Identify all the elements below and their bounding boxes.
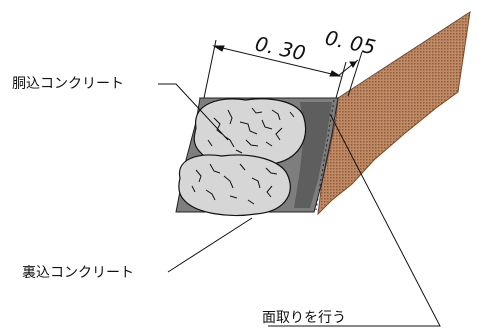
lower-stone [178, 154, 291, 217]
label-body-concrete: 胴込コンクリート [12, 76, 124, 92]
label-backfill-concrete: 裏込コンクリート [22, 264, 134, 281]
chamfer-edge-dashed [315, 99, 335, 211]
leader-lines [158, 83, 441, 327]
concrete-inner-face [294, 102, 332, 208]
upper-stone-texture [207, 107, 295, 154]
dimension-stone-depth: 0. 30 [253, 31, 308, 65]
dimension-chamfer-width: 0. 05 [323, 25, 378, 59]
upper-stone [193, 98, 306, 168]
dimension-lines [203, 39, 363, 99]
label-chamfer: 面取りを行う [262, 310, 346, 326]
lower-stone-texture [191, 163, 278, 205]
